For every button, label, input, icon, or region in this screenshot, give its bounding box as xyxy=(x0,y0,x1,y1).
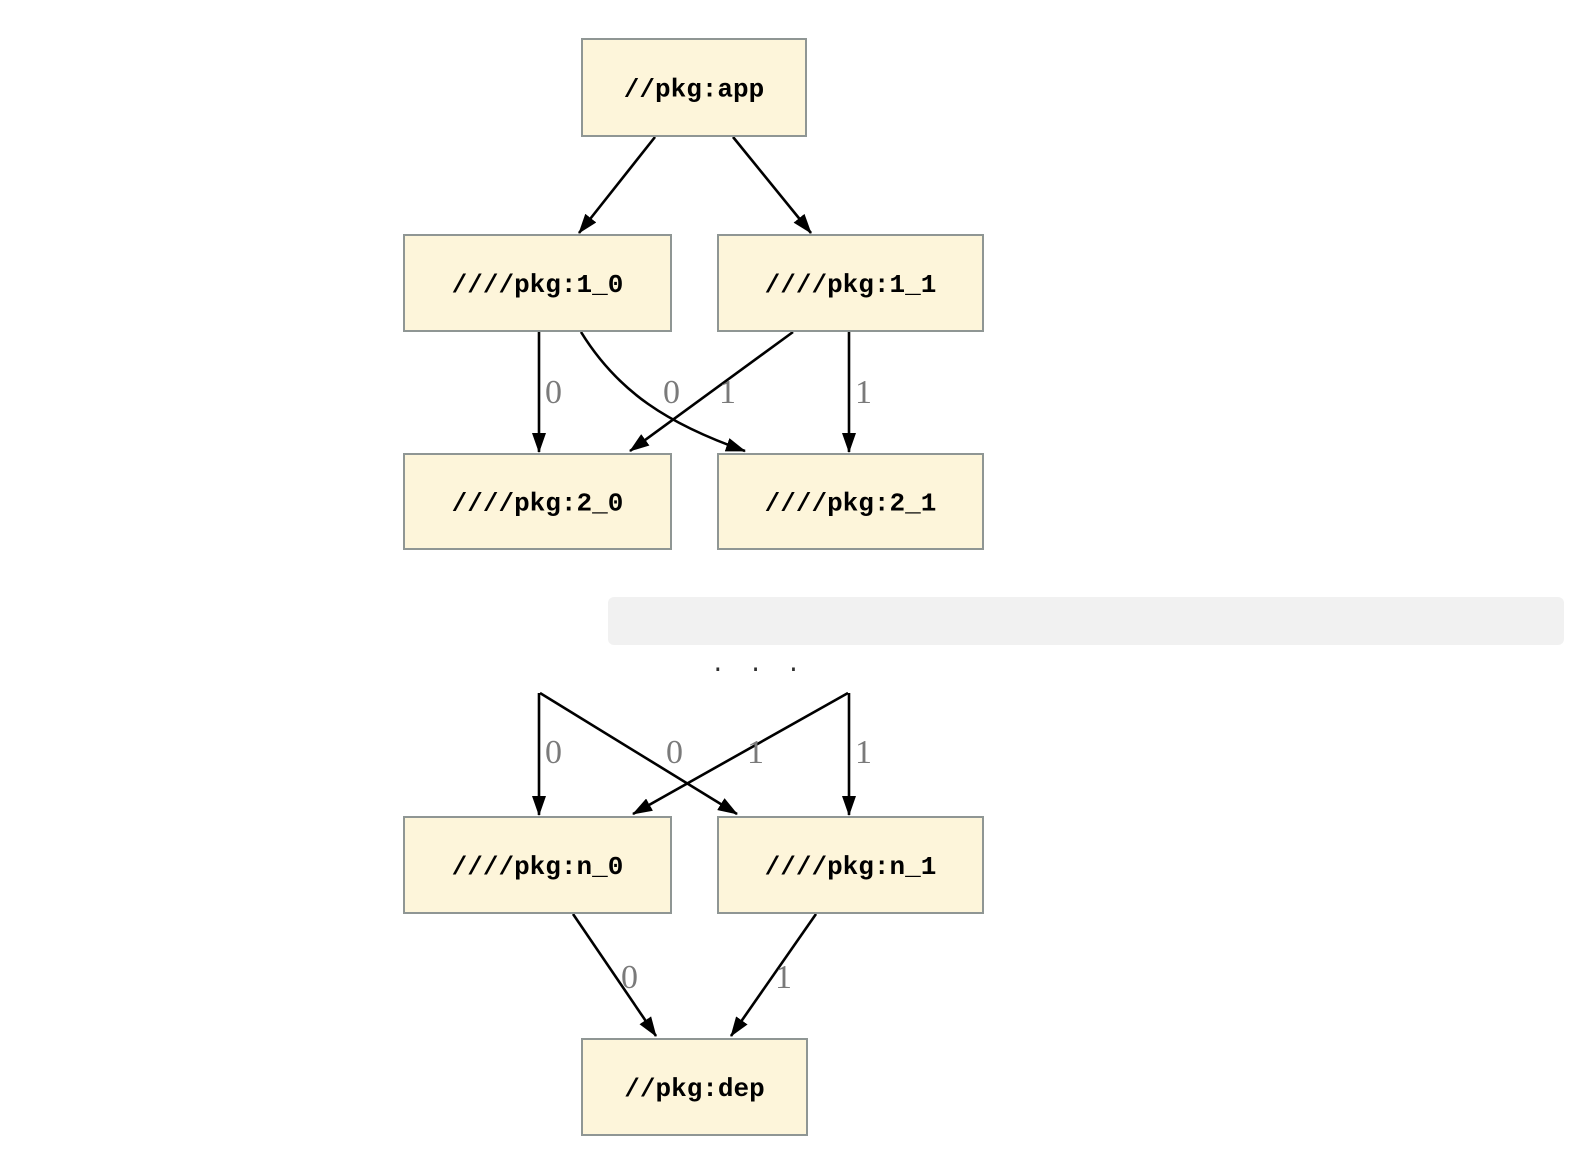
graph-edge-1_0-to-2_1 xyxy=(579,331,746,453)
graph-node-2_1: ////pkg:2_1 xyxy=(717,453,984,550)
node-box-app xyxy=(581,38,807,137)
node-label-app: //pkg:app xyxy=(624,75,764,105)
node-box-n_0 xyxy=(403,816,672,914)
edge-label-1_0-to-2_0: 0 xyxy=(545,374,562,411)
nodes-layer: //pkg:app ////pkg:1_0 ////pkg:1_1 ////pkg:2… xyxy=(403,38,984,1136)
edge-label-dots-to-n_0-cross: 1 xyxy=(747,734,764,771)
edge-label-n_1-to-dep: 1 xyxy=(775,959,792,996)
graph-edge-n_1-to-dep xyxy=(729,913,818,1037)
edge-label-1_1-to-2_1: 1 xyxy=(855,374,872,411)
graph-node-dep: //pkg:dep xyxy=(581,1038,808,1136)
code-block-text: . . . xyxy=(710,652,801,679)
code-block-ellipsis: . . . xyxy=(608,597,1564,679)
node-label-dep: //pkg:dep xyxy=(624,1074,764,1104)
graph-edge-n_0-to-dep xyxy=(571,913,658,1037)
graph-edge-app-to-1_1 xyxy=(731,136,813,234)
graph-edge-1_1-to-2_0 xyxy=(629,330,794,453)
node-label-n_1: ////pkg:n_1 xyxy=(765,852,937,882)
graph-node-1_1: ////pkg:1_1 xyxy=(717,234,984,332)
graph-node-app: //pkg:app xyxy=(581,38,807,137)
edge-label-1_1-to-2_0: 1 xyxy=(719,374,736,411)
node-box-2_0 xyxy=(403,453,672,550)
graph-edge-dots-to-n_1-cross xyxy=(539,691,738,816)
node-box-1_1 xyxy=(717,234,984,332)
edge-label-dots-to-n_0: 0 xyxy=(545,734,562,771)
edge-label-1_0-to-2_1: 0 xyxy=(663,374,680,411)
node-box-2_1 xyxy=(717,453,984,550)
node-label-2_0: ////pkg:2_0 xyxy=(452,489,624,519)
edges-layer: 0 0 1 1 0 0 1 1 0 1 xyxy=(532,136,872,1037)
node-label-2_1: ////pkg:2_1 xyxy=(765,489,937,519)
node-label-1_0: ////pkg:1_0 xyxy=(452,270,624,300)
edge-label-dots-to-n_1-cross: 0 xyxy=(666,734,683,771)
graph-node-n_1: ////pkg:n_1 xyxy=(717,816,984,914)
graph-edge-dots-to-n_0-cross xyxy=(632,691,849,816)
node-box-dep xyxy=(581,1038,808,1136)
graph-node-n_0: ////pkg:n_0 xyxy=(403,816,672,914)
node-box-n_1 xyxy=(717,816,984,914)
graph-edge-app-to-1_0 xyxy=(577,136,657,234)
edge-label-dots-to-n_1: 1 xyxy=(855,734,872,771)
edge-label-n_0-to-dep: 0 xyxy=(621,959,638,996)
graph-node-1_0: ////pkg:1_0 xyxy=(403,234,672,332)
graph-node-2_0: ////pkg:2_0 xyxy=(403,453,672,550)
node-label-n_0: ////pkg:n_0 xyxy=(452,852,624,882)
node-label-1_1: ////pkg:1_1 xyxy=(765,270,937,300)
node-box-1_0 xyxy=(403,234,672,332)
